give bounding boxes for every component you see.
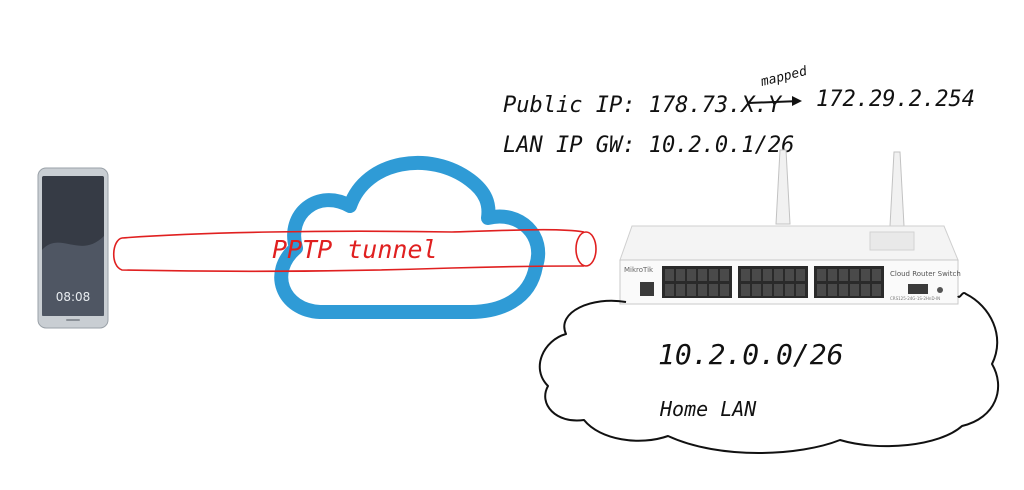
router-sfp-port	[640, 282, 654, 296]
smartphone: 08:08	[37, 167, 109, 329]
mapped-label: mapped	[758, 64, 808, 90]
router-model: CRS125-24G-1S-2HnD-IN	[890, 296, 940, 301]
public-ip-label: Public IP: 178.73.X.Y	[503, 93, 783, 118]
router-brand: MikroTik	[624, 266, 654, 274]
tunnel-label: PPTP tunnel	[272, 235, 438, 264]
lan-subnet-label: 10.2.0.0/26	[658, 338, 843, 371]
router-antennas	[775, 149, 905, 227]
router-product-name: Cloud Router Switch	[890, 270, 961, 278]
phone-time: 08:08	[56, 290, 91, 304]
home-lan-cloud: 10.2.0.0/26 Home LAN	[538, 292, 1000, 454]
ip-annotations: Public IP: 178.73.X.Y mapped 172.29.2.25…	[503, 64, 975, 158]
router: MikroTik	[619, 225, 961, 305]
pptp-tunnel: PPTP tunnel	[112, 228, 597, 273]
mapped-arrow	[747, 96, 802, 106]
ethernet-port-group	[662, 266, 884, 298]
mapped-ip-label: 172.29.2.254	[816, 87, 975, 112]
lan-name-label: Home LAN	[659, 397, 757, 421]
lan-gw-label: LAN IP GW: 10.2.0.1/26	[503, 133, 794, 158]
